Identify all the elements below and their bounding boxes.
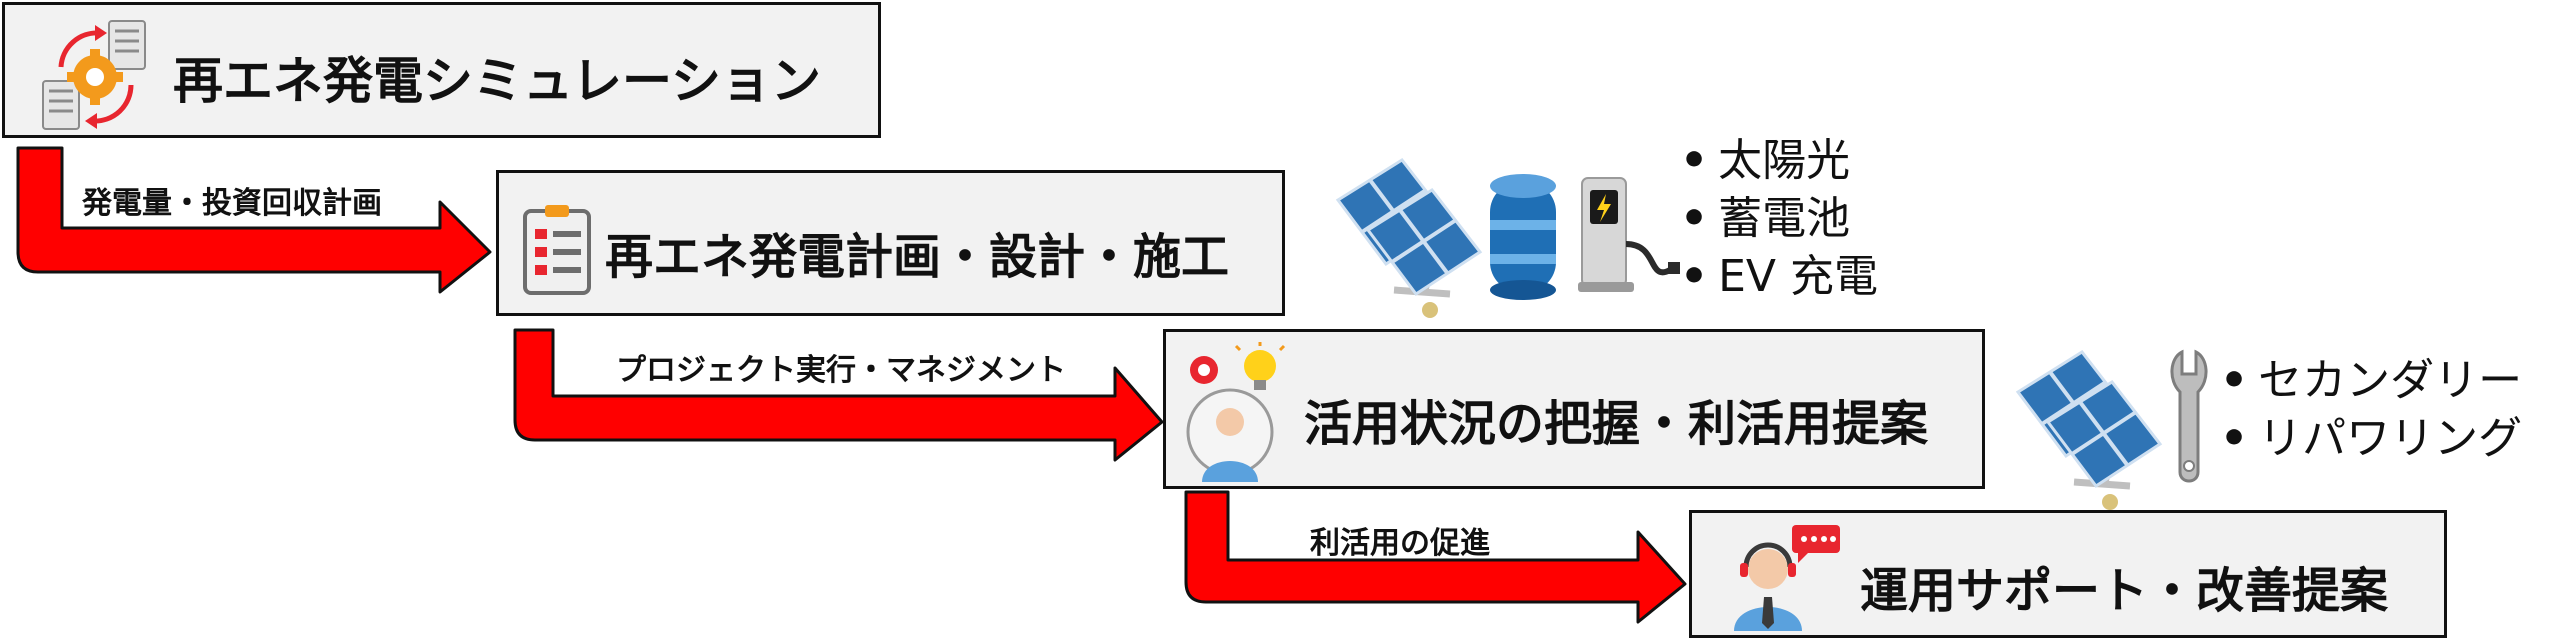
- stage-simulation: 再エネ発電シミュレーション: [2, 2, 881, 138]
- stage-title: 再エネ発電計画・設計・施工: [605, 229, 1230, 285]
- solar-panel-icon: [1335, 158, 1483, 318]
- flow-arrow-2: [513, 328, 1164, 462]
- arrow-label: プロジェクト実行・マネジメント: [616, 353, 1066, 388]
- bullet-item: EV 充電: [1680, 248, 1878, 306]
- ev-charger-icon: [1578, 177, 1680, 292]
- stage-title: 運用サポート・改善提案: [1860, 563, 2389, 619]
- bullet-item: リパワリング: [2220, 410, 2522, 468]
- idea-person-icon: [1186, 342, 1286, 482]
- operator-headset-icon: [1734, 525, 1840, 631]
- checklist-icon: [523, 205, 591, 295]
- bullet-list-energy: 太陽光 蓄電池 EV 充電: [1680, 132, 1878, 306]
- stage-title: 活用状況の把握・利活用提案: [1304, 396, 1929, 452]
- arrow-label: 発電量・投資回収計画: [82, 186, 382, 221]
- simulation-icon: [42, 20, 146, 130]
- flow-arrow-3: [1184, 490, 1687, 624]
- wrench-icon: [2170, 349, 2208, 483]
- stage-support: 運用サポート・改善提案: [1689, 510, 2447, 638]
- arrow-label: 利活用の促進: [1310, 526, 1490, 561]
- bullet-item: セカンダリー: [2220, 352, 2522, 410]
- bullet-list-secondary: セカンダリー リパワリング: [2220, 352, 2522, 468]
- battery-icon: [1490, 174, 1556, 300]
- flow-arrow-1: [16, 146, 492, 294]
- solar-panel-icon-2: [2015, 350, 2163, 510]
- stage-utilization: 活用状況の把握・利活用提案: [1163, 329, 1985, 489]
- stage-planning: 再エネ発電計画・設計・施工: [496, 170, 1285, 316]
- stage-title: 再エネ発電シミュレーション: [173, 52, 821, 110]
- bullet-item: 太陽光: [1680, 132, 1878, 190]
- bullet-item: 蓄電池: [1680, 190, 1878, 248]
